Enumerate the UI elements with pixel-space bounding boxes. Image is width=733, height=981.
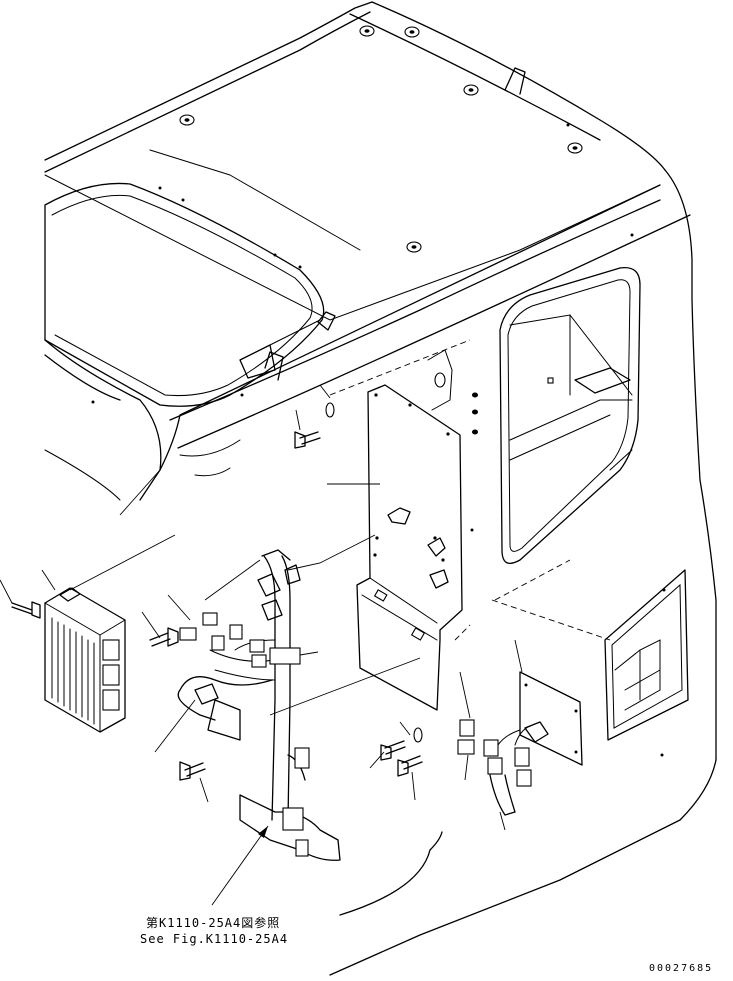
bolt-bracket-1 [149,627,179,647]
controller-unit [44,587,126,733]
cab-body-outline [44,1,717,976]
side-window [499,266,641,564]
bolt-lower-1 [380,727,423,761]
bolt-lower-2 [397,755,423,777]
rear-opening [604,569,689,741]
leader-lines [0,384,523,906]
bolt-controller [11,601,41,619]
front-window [44,182,325,407]
bolt-upper [294,402,335,449]
hidden-lines [329,339,611,641]
mounting-panel-main [356,384,463,711]
document-number: 00027685 [649,963,714,974]
wiring-harness [177,549,532,861]
reference-note-japanese: 第K1110-25A4図参照 [146,916,281,930]
bolt-bracket-2 [179,761,206,781]
pillar-holes [427,349,478,435]
mounting-panel-small [519,671,583,766]
roof-fasteners [91,25,664,757]
reference-note-english: See Fig.K1110-25A4 [140,932,289,946]
